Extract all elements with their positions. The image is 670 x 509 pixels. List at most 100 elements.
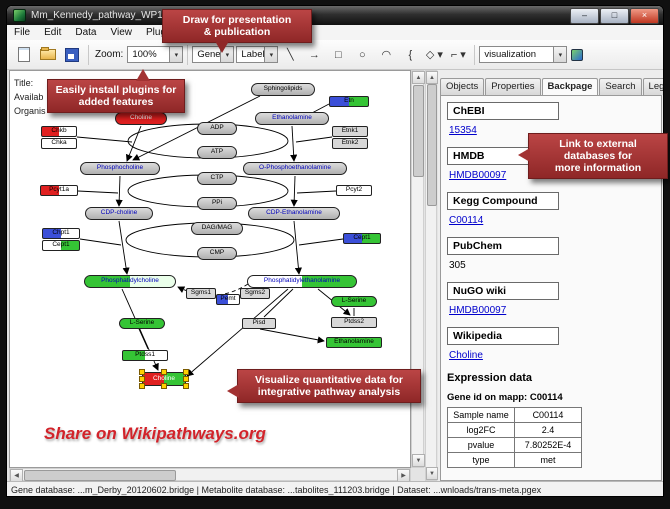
pathway-node-pcyt1a[interactable]: Pcyt1a — [40, 185, 78, 196]
scroll-down-icon[interactable]: ▼ — [426, 467, 438, 480]
pathway-node-etnk1[interactable]: Etnk1 — [332, 126, 368, 137]
pathway-node-ethanolamine[interactable]: Ethanolamine — [255, 112, 329, 125]
visualization-combo[interactable]: visualization ▾ — [479, 46, 568, 63]
pathway-node-sphingolipids[interactable]: Sphingolipids — [251, 83, 315, 96]
selection-handle[interactable] — [139, 376, 145, 382]
pathway-node-sgms1[interactable]: Sgms1 — [186, 288, 216, 299]
selection-handle[interactable] — [139, 383, 145, 389]
pathway-node-cdp-ethanolamine[interactable]: CDP-Ethanolamine — [248, 207, 340, 220]
chevron-down-icon[interactable]: ▾ — [553, 47, 567, 62]
arrow-tool-button[interactable]: → — [308, 48, 320, 61]
scroll-up-icon[interactable]: ▲ — [412, 71, 425, 84]
pathway-node-atp[interactable]: ATP — [197, 146, 237, 159]
rectangle-tool-button[interactable]: □ — [335, 48, 342, 61]
pathway-node-ptdss1[interactable]: Ptdss1 — [122, 350, 168, 361]
pathway-node-ptdss2[interactable]: Ptdss2 — [331, 317, 377, 328]
pathway-node-phosphocholine[interactable]: Phosphocholine — [80, 162, 160, 175]
menu-view[interactable]: View — [110, 27, 132, 38]
pathway-node-pemt[interactable]: Pemt — [216, 294, 240, 305]
pathway-node-etnk2[interactable]: Etnk2 — [332, 138, 368, 149]
pathway-node-ppi[interactable]: PPi — [197, 197, 237, 210]
canvas-horizontal-scrollbar[interactable]: ◀ ▶ — [9, 468, 411, 482]
callout-line: added features — [78, 96, 154, 108]
selection-handle[interactable] — [183, 383, 189, 389]
section-value-wikipedia[interactable]: Choline — [449, 350, 483, 361]
pathway-node-l-serine[interactable]: L-Serine — [119, 318, 165, 329]
scroll-up-icon[interactable]: ▲ — [426, 71, 438, 84]
pathway-node-cept1[interactable]: Cept1 — [42, 240, 80, 251]
tab-properties[interactable]: Properties — [485, 78, 541, 95]
section-value-kegg-compound[interactable]: C00114 — [449, 215, 484, 226]
visualization-value: visualization — [484, 49, 537, 60]
pathway-node-cdp-choline[interactable]: CDP-choline — [85, 207, 153, 220]
save-button[interactable] — [60, 43, 84, 67]
pathway-node-cept1[interactable]: Cept1 — [343, 233, 381, 244]
zoom-combo[interactable]: 100% ▾ — [127, 46, 184, 63]
maximize-button[interactable]: □ — [600, 8, 629, 24]
selection-handle[interactable] — [161, 383, 167, 389]
pathway-node-dag-mag[interactable]: DAG/MAG — [191, 222, 243, 235]
selection-handle[interactable] — [161, 369, 167, 375]
tab-backpage[interactable]: Backpage — [541, 78, 599, 95]
selection-handle[interactable] — [183, 369, 189, 375]
property-label-availab: Availab — [14, 92, 44, 102]
pathway-node-pcyt2[interactable]: Pcyt2 — [336, 185, 372, 196]
canvas-vertical-scrollbar[interactable]: ▲ ▼ — [411, 70, 425, 468]
window-controls: –□× — [570, 8, 659, 24]
minimize-button[interactable]: – — [570, 8, 599, 24]
chevron-down-icon[interactable]: ▾ — [264, 47, 278, 62]
status-text: Gene database: ...m_Derby_20120602.bridg… — [11, 485, 542, 495]
callout-line: more information — [554, 162, 642, 174]
panel-scrollbar[interactable]: ▲ ▼ — [425, 70, 438, 481]
connectors-combo-button[interactable]: ⌐ ▾ — [450, 49, 466, 61]
horizontal-scroll-thumb[interactable] — [24, 470, 176, 481]
pathway-node-chpt1[interactable]: Chpt1 — [42, 228, 80, 239]
line-tool-button[interactable]: ╲ — [287, 49, 294, 61]
ellipse-tool-button[interactable]: ○ — [359, 48, 366, 61]
pathway-edge — [298, 238, 344, 246]
pathway-node-adp[interactable]: ADP — [197, 122, 237, 135]
pathway-node-l-serine[interactable]: L-Serine — [331, 296, 377, 307]
menu-edit[interactable]: Edit — [44, 27, 62, 38]
open-file-button[interactable] — [36, 43, 60, 67]
open-folder-icon — [40, 47, 56, 60]
pathway-node-pisd[interactable]: Pisd — [242, 318, 276, 329]
menu-data[interactable]: Data — [75, 27, 97, 38]
title-bar[interactable]: Mm_Kennedy_pathway_WP1771_45176.gp... –□… — [7, 6, 663, 25]
vertical-scroll-thumb[interactable] — [413, 85, 424, 177]
pathway-node-ethanolamine[interactable]: Ethanolamine — [326, 337, 382, 348]
selection-handle[interactable] — [139, 369, 145, 375]
pathway-node-cmp[interactable]: CMP — [197, 247, 237, 260]
pathway-node-chkb[interactable]: Chkb — [41, 126, 77, 137]
panel-scroll-thumb[interactable] — [427, 84, 437, 206]
new-file-button[interactable] — [12, 43, 36, 67]
menu-file[interactable]: File — [14, 27, 31, 38]
section-value-nugo-wiki[interactable]: HMDB00097 — [449, 305, 507, 316]
pathway-node-choline[interactable]: Choline — [115, 112, 167, 125]
section-value-hmdb[interactable]: HMDB00097 — [449, 170, 507, 181]
pathway-node-o-phosphoethanolamine[interactable]: O-Phosphoethanolamine — [243, 162, 347, 175]
visualization-settings-button[interactable] — [567, 45, 587, 65]
shapes-combo-button[interactable]: ◇ ▾ — [425, 49, 443, 61]
section-value-chebi[interactable]: 15354 — [449, 125, 477, 136]
tab-objects[interactable]: Objects — [440, 78, 485, 95]
selection-handle[interactable] — [183, 376, 189, 382]
pathway-node-phosphatidylethanolamine[interactable]: Phosphatidylethanolamine — [247, 275, 357, 288]
table-cell: pvalue — [447, 437, 515, 453]
scroll-down-icon[interactable]: ▼ — [412, 454, 425, 467]
pathway-node-sgms2[interactable]: Sgms2 — [240, 288, 270, 299]
brace-tool-button[interactable]: { — [408, 48, 413, 61]
label-tool-combo[interactable]: Label ▾ — [236, 46, 279, 63]
chevron-down-icon[interactable]: ▾ — [169, 47, 183, 62]
tab-legend[interactable]: Legend — [642, 78, 663, 95]
pathway-node-phosphatidylcholine[interactable]: Phosphatidylcholine — [84, 275, 176, 288]
pathway-node-chka[interactable]: Chka — [41, 138, 77, 149]
pathway-node-etn[interactable]: Etn — [329, 96, 369, 107]
tab-search[interactable]: Search — [599, 78, 642, 95]
arc-tool-button[interactable]: ◠ — [381, 49, 392, 61]
pathway-node-ctp[interactable]: CTP — [197, 172, 237, 185]
close-button[interactable]: × — [630, 8, 659, 24]
